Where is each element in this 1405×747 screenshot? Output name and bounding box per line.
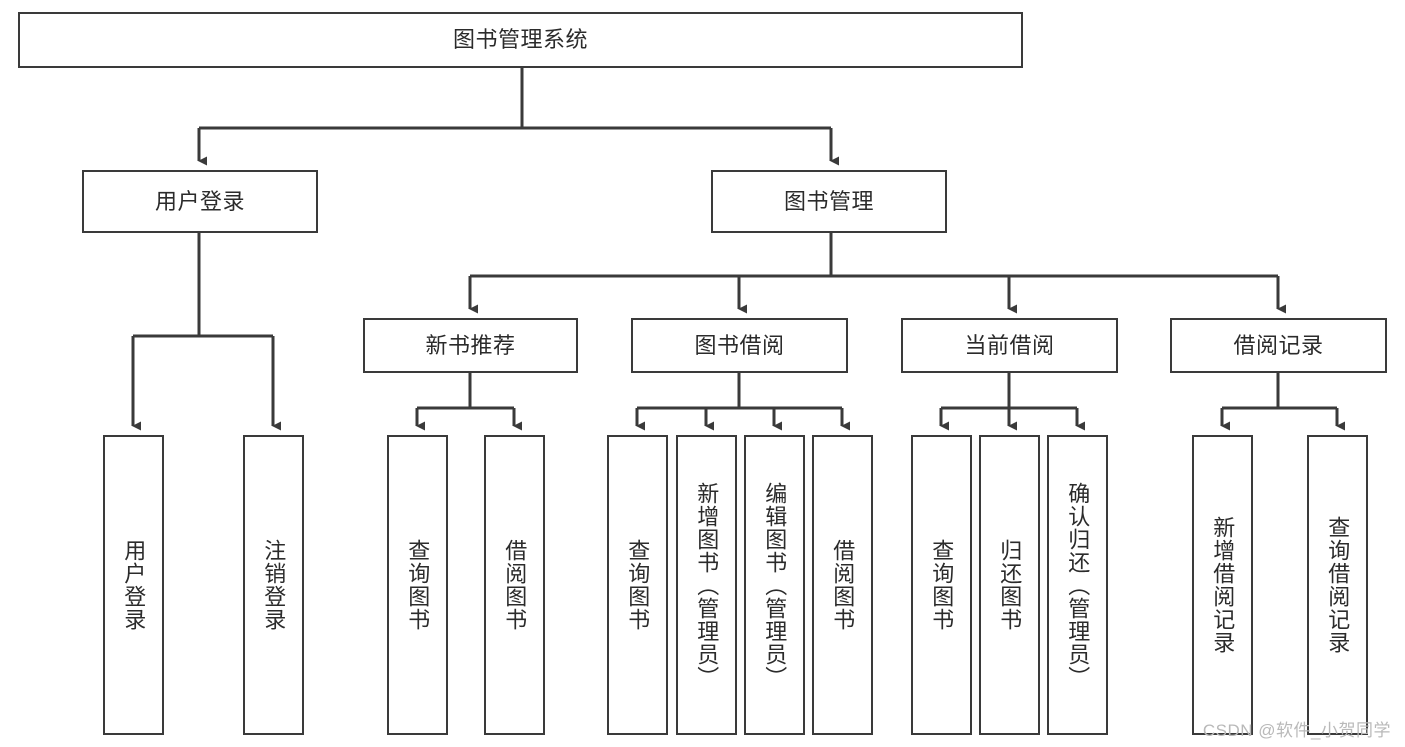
node-label: 借阅图书 — [830, 539, 856, 631]
node-root-book-management-system[interactable]: 图书管理系统 — [18, 12, 1023, 68]
node-label: 查询借阅记录 — [1325, 516, 1351, 654]
node-label: 新增借阅记录 — [1210, 516, 1236, 654]
node-label: 借阅图书 — [502, 539, 528, 631]
leaf-logout[interactable]: 注销登录 — [243, 435, 304, 735]
leaf-query-books-current[interactable]: 查询图书 — [911, 435, 972, 735]
node-label: 查询图书 — [929, 539, 955, 631]
node-label: 图书管理系统 — [452, 27, 588, 52]
leaf-return-books[interactable]: 归还图书 — [979, 435, 1040, 735]
leaf-confirm-return-admin[interactable]: 确认归还（管理员） — [1047, 435, 1108, 735]
leaf-add-book-admin[interactable]: 新增图书（管理员） — [676, 435, 737, 735]
node-new-book-recommendation[interactable]: 新书推荐 — [363, 318, 578, 373]
leaf-add-borrow-record[interactable]: 新增借阅记录 — [1192, 435, 1253, 735]
node-label: 用户登录 — [121, 539, 147, 631]
leaf-borrow-books-recommend[interactable]: 借阅图书 — [484, 435, 545, 735]
leaf-query-books-recommend[interactable]: 查询图书 — [387, 435, 448, 735]
leaf-query-borrow-record[interactable]: 查询借阅记录 — [1307, 435, 1368, 735]
node-label: 用户登录 — [154, 188, 245, 214]
node-label: 编辑图书（管理员） — [762, 481, 788, 689]
node-label: 查询图书 — [625, 539, 651, 631]
node-book-borrowing[interactable]: 图书借阅 — [631, 318, 848, 373]
node-label: 归还图书 — [997, 539, 1023, 631]
node-label: 查询图书 — [405, 539, 431, 631]
node-book-management[interactable]: 图书管理 — [711, 170, 947, 233]
node-label: 新增图书（管理员） — [694, 481, 720, 689]
node-label: 图书管理 — [783, 188, 874, 214]
node-current-borrowing[interactable]: 当前借阅 — [901, 318, 1118, 373]
node-borrow-records[interactable]: 借阅记录 — [1170, 318, 1387, 373]
node-user-login[interactable]: 用户登录 — [82, 170, 318, 233]
leaf-edit-book-admin[interactable]: 编辑图书（管理员） — [744, 435, 805, 735]
node-label: 图书借阅 — [694, 332, 785, 358]
node-label: 确认归还（管理员） — [1065, 481, 1091, 689]
leaf-query-books-borrow[interactable]: 查询图书 — [607, 435, 668, 735]
node-label: 借阅记录 — [1233, 332, 1324, 358]
node-label: 新书推荐 — [425, 332, 516, 358]
node-label: 当前借阅 — [964, 332, 1055, 358]
leaf-borrow-books[interactable]: 借阅图书 — [812, 435, 873, 735]
node-label: 注销登录 — [261, 539, 287, 631]
leaf-user-login[interactable]: 用户登录 — [103, 435, 164, 735]
